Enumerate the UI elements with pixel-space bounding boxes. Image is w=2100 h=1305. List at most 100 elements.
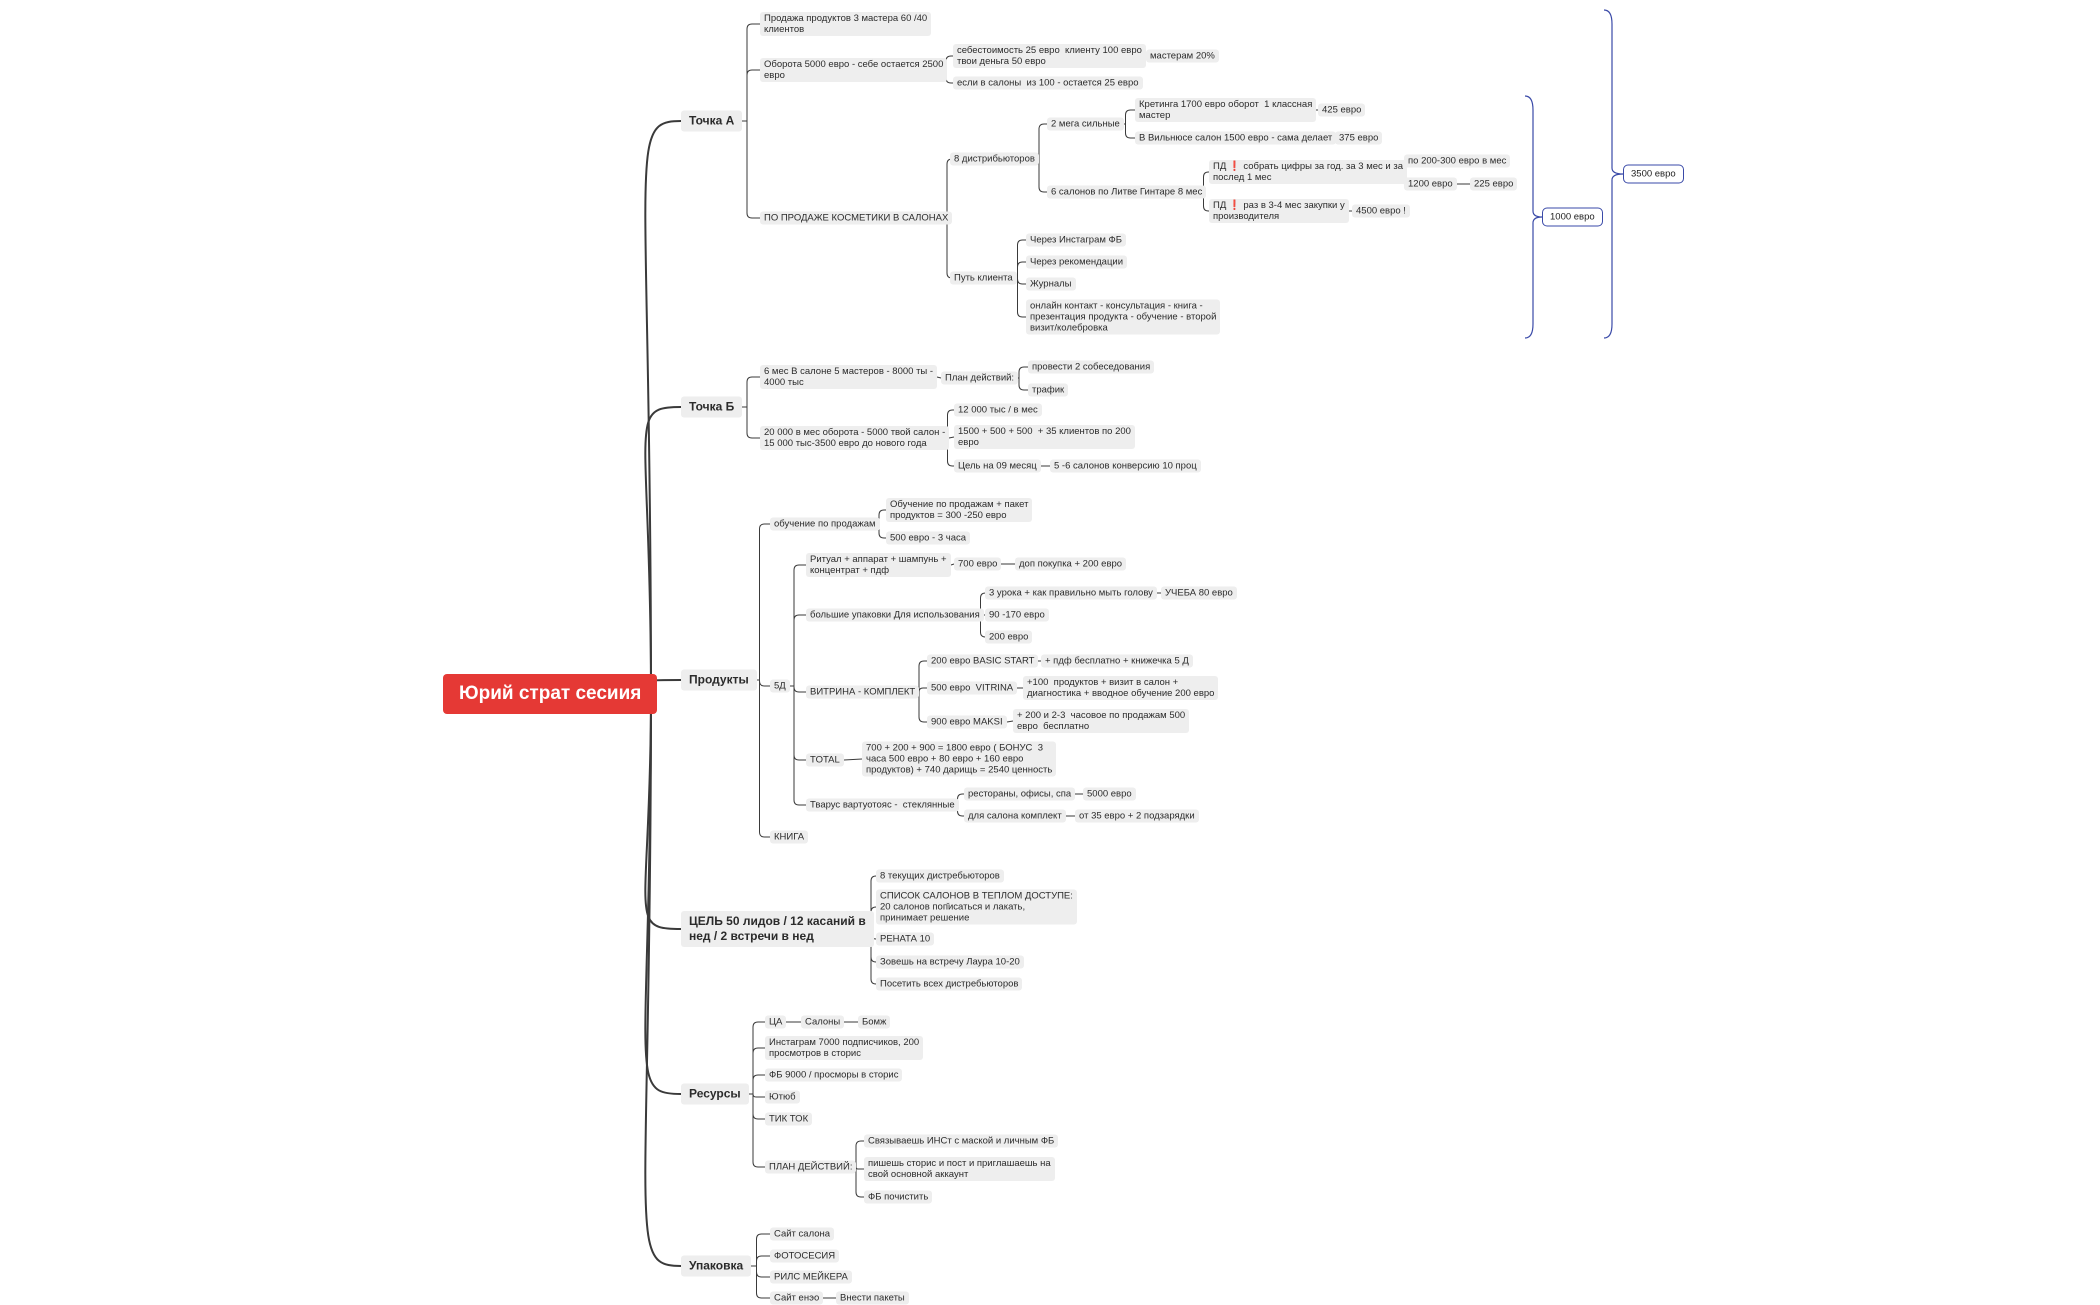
node-a3a2b1[interactable]: 4500 евро ! [1352, 204, 1410, 218]
node-f1[interactable]: Сайт салона [770, 1227, 835, 1241]
node-d1[interactable]: 8 текущих дистребьюторов [876, 869, 1004, 883]
node-a3a1b1[interactable]: 375 евро [1335, 131, 1383, 145]
node-b1a2[interactable]: трафик [1028, 383, 1069, 397]
node-b2a[interactable]: 12 000 тыс / в мес [954, 403, 1042, 417]
node-c2c1a[interactable]: + пдф бесплатно + книжечка 5 Д [1041, 654, 1193, 668]
node-b2[interactable]: 20 000 в мес оборота - 5000 твой салон -… [760, 426, 950, 450]
node-b1a1[interactable]: провести 2 собеседования [1028, 360, 1155, 374]
node-f[interactable]: Упаковка [681, 1255, 752, 1277]
node-b[interactable]: Точка Б [681, 396, 743, 418]
node-a1[interactable]: Продажа продуктов 3 мастера 60 /40 клиен… [760, 12, 932, 36]
node-e1a[interactable]: Салоны [801, 1015, 845, 1029]
node-a3a1[interactable]: 2 мега сильные [1047, 117, 1124, 131]
edge-c2 [757, 679, 770, 687]
node-c2e1[interactable]: рестораны, офисы, спа [964, 787, 1076, 801]
node-b1[interactable]: 6 мес В салоне 5 мастеров - 8000 ты - 40… [760, 365, 938, 389]
node-a3a2a[interactable]: ПД ❗ собрать цифры за год. за 3 мес и за… [1209, 160, 1407, 184]
node-c2d[interactable]: TOTAL [806, 753, 844, 767]
edge-c2b [790, 614, 806, 687]
node-a[interactable]: Точка А [681, 110, 743, 132]
node-a3a2a2[interactable]: 1200 евро [1404, 177, 1457, 191]
node-f3[interactable]: РИЛС МЕЙКЕРА [770, 1270, 852, 1284]
node-e[interactable]: Ресурсы [681, 1083, 749, 1105]
node-e1[interactable]: ЦА [765, 1015, 787, 1029]
node-e1a1[interactable]: Бомж [858, 1015, 891, 1029]
node-a3[interactable]: ПО ПРОДАЖЕ КОСМЕТИКИ В САЛОНАХ [760, 211, 953, 225]
node-a3a2b[interactable]: ПД ❗ раз в 3-4 мес закупки у производите… [1209, 199, 1349, 223]
node-a3b2[interactable]: Через рекомендации [1026, 255, 1128, 269]
node-d[interactable]: ЦЕЛЬ 50 лидов / 12 касаний в нед / 2 вст… [681, 911, 874, 947]
node-c2e2a[interactable]: от 35 евро + 2 подзарядки [1075, 809, 1199, 823]
node-c2c2[interactable]: 500 евро VITRINA [927, 681, 1018, 695]
edge-a3 [742, 120, 760, 219]
node-e2[interactable]: Инстаграм 7000 подписчиков, 200 просмотр… [765, 1036, 924, 1060]
node-e3[interactable]: ФБ 9000 / просморы в сторис [765, 1068, 903, 1082]
node-c2b1[interactable]: 3 урока + как правильно мыть голову [985, 586, 1157, 600]
node-a3b[interactable]: Путь клиента [950, 271, 1017, 285]
node-e6c[interactable]: ФБ почистить [864, 1190, 933, 1204]
node-c2e[interactable]: Тварус вартуотояс - стеклянные [806, 798, 959, 812]
node-c2c3a[interactable]: + 200 и 2-3 часовое по продажам 500 евро… [1013, 709, 1190, 733]
node-d2[interactable]: СПИСОК САЛОНОВ В ТЕПЛОМ ДОСТУПЕ: 20 сало… [876, 889, 1077, 925]
node-sum2[interactable]: 3500 евро [1623, 164, 1684, 184]
node-f4[interactable]: Сайт енэо [770, 1291, 824, 1305]
node-f4a[interactable]: Внести пакеты [836, 1291, 909, 1305]
node-c2c3[interactable]: 900 евро MAKSI [927, 715, 1007, 729]
node-d4[interactable]: Зовешь на встречу Лаура 10-20 [876, 955, 1024, 969]
node-c2c[interactable]: ВИТРИНА - КОМПЛЕКТ [806, 685, 920, 699]
node-c2d1[interactable]: 700 + 200 + 900 = 1800 евро ( БОНУС 3 ча… [862, 741, 1057, 777]
node-a3a2[interactable]: 6 салонов по Литве Гинтаре 8 мес [1047, 185, 1207, 199]
node-c2[interactable]: 5Д [770, 679, 790, 693]
node-c2e2[interactable]: для салона комплект [964, 809, 1066, 823]
node-e6[interactable]: ПЛАН ДЕЙСТВИЙ: [765, 1160, 857, 1174]
node-c2b[interactable]: большие упаковки Для использования [806, 608, 984, 622]
edge-c2c1 [918, 660, 927, 692]
edge-c2e [790, 685, 806, 806]
node-e6a[interactable]: Связываешь ИНСт с маской и личным ФБ [864, 1134, 1059, 1148]
node-a3b4[interactable]: онлайн контакт - консультация - книга - … [1026, 299, 1221, 335]
node-d5[interactable]: Посетить всех дистребьюторов [876, 977, 1023, 991]
node-b2b[interactable]: 1500 + 500 + 500 + 35 клиентов по 200 ев… [954, 425, 1135, 449]
node-c2b3[interactable]: 200 евро [985, 630, 1033, 644]
node-d3[interactable]: РЕНАТА 10 [876, 932, 935, 946]
node-c2e1a[interactable]: 5000 евро [1083, 787, 1136, 801]
node-a3b1[interactable]: Через Инстаграм ФБ [1026, 233, 1126, 247]
node-b2c1[interactable]: 5 -6 салонов конверсию 10 проц [1050, 459, 1201, 473]
edge-a3a1a [1124, 109, 1135, 125]
node-c1b[interactable]: 500 евро - 3 часа [886, 531, 971, 545]
node-a3a1a[interactable]: Кретинга 1700 евро оборот 1 классная мас… [1135, 98, 1317, 122]
node-c2a[interactable]: Ритуал + аппарат + шампунь + концентрат … [806, 553, 951, 577]
node-sum1[interactable]: 1000 евро [1542, 207, 1603, 227]
node-c1[interactable]: обучение по продажам [770, 517, 880, 531]
node-a2a[interactable]: себестоимость 25 евро клиенту 100 евро т… [953, 44, 1146, 68]
edge-a2a [945, 55, 953, 71]
node-a3b3[interactable]: Журналы [1026, 277, 1076, 291]
node-a3a[interactable]: 8 дистрибьюторов [950, 152, 1039, 166]
node-c2c1[interactable]: 200 евро BASIC START [927, 654, 1039, 668]
node-a3a1a1[interactable]: 425 евро [1318, 103, 1366, 117]
node-a3a1b[interactable]: В Вильнюсе салон 1500 евро - сама делает [1135, 131, 1337, 145]
node-a3a2a2a[interactable]: 225 евро [1470, 177, 1518, 191]
node-c2c2a[interactable]: +100 продуктов + визит в салон + диагнос… [1023, 676, 1219, 700]
node-a2b[interactable]: если в салоны из 100 - остается 25 евро [953, 76, 1143, 90]
node-c1a[interactable]: Обучение по продажам + пакет продуктов =… [886, 498, 1033, 522]
node-a3a2a1[interactable]: по 200-300 евро в мес [1404, 154, 1511, 168]
node-a2[interactable]: Оборота 5000 евро - себе остается 2500 е… [760, 58, 948, 82]
node-c[interactable]: Продукты [681, 669, 757, 691]
node-c2b2[interactable]: 90 -170 евро [985, 608, 1049, 622]
edge-a3a2a [1203, 171, 1209, 193]
node-c3[interactable]: КНИГА [770, 830, 809, 844]
edge-f [644, 693, 682, 1267]
node-b2c[interactable]: Цель на 09 месяц [954, 459, 1041, 473]
node-root[interactable]: Юрий страт сесиия [443, 674, 658, 714]
node-c2a1[interactable]: 700 евро [954, 557, 1002, 571]
node-c2b1a[interactable]: УЧЕБА 80 евро [1161, 586, 1237, 600]
node-e6b[interactable]: пишешь сторис и пост и приглашаешь на св… [864, 1157, 1055, 1181]
node-e4[interactable]: Ютюб [765, 1090, 800, 1104]
node-b1a[interactable]: План действий: [941, 371, 1019, 385]
node-e5[interactable]: ТИК ТОК [765, 1112, 813, 1126]
node-c2a1a[interactable]: доп покупка + 200 евро [1015, 557, 1127, 571]
node-a2a1[interactable]: мастерам 20% [1146, 49, 1219, 63]
edge-a3b4 [1017, 277, 1026, 318]
node-f2[interactable]: ФОТОСЕСИЯ [770, 1249, 840, 1263]
